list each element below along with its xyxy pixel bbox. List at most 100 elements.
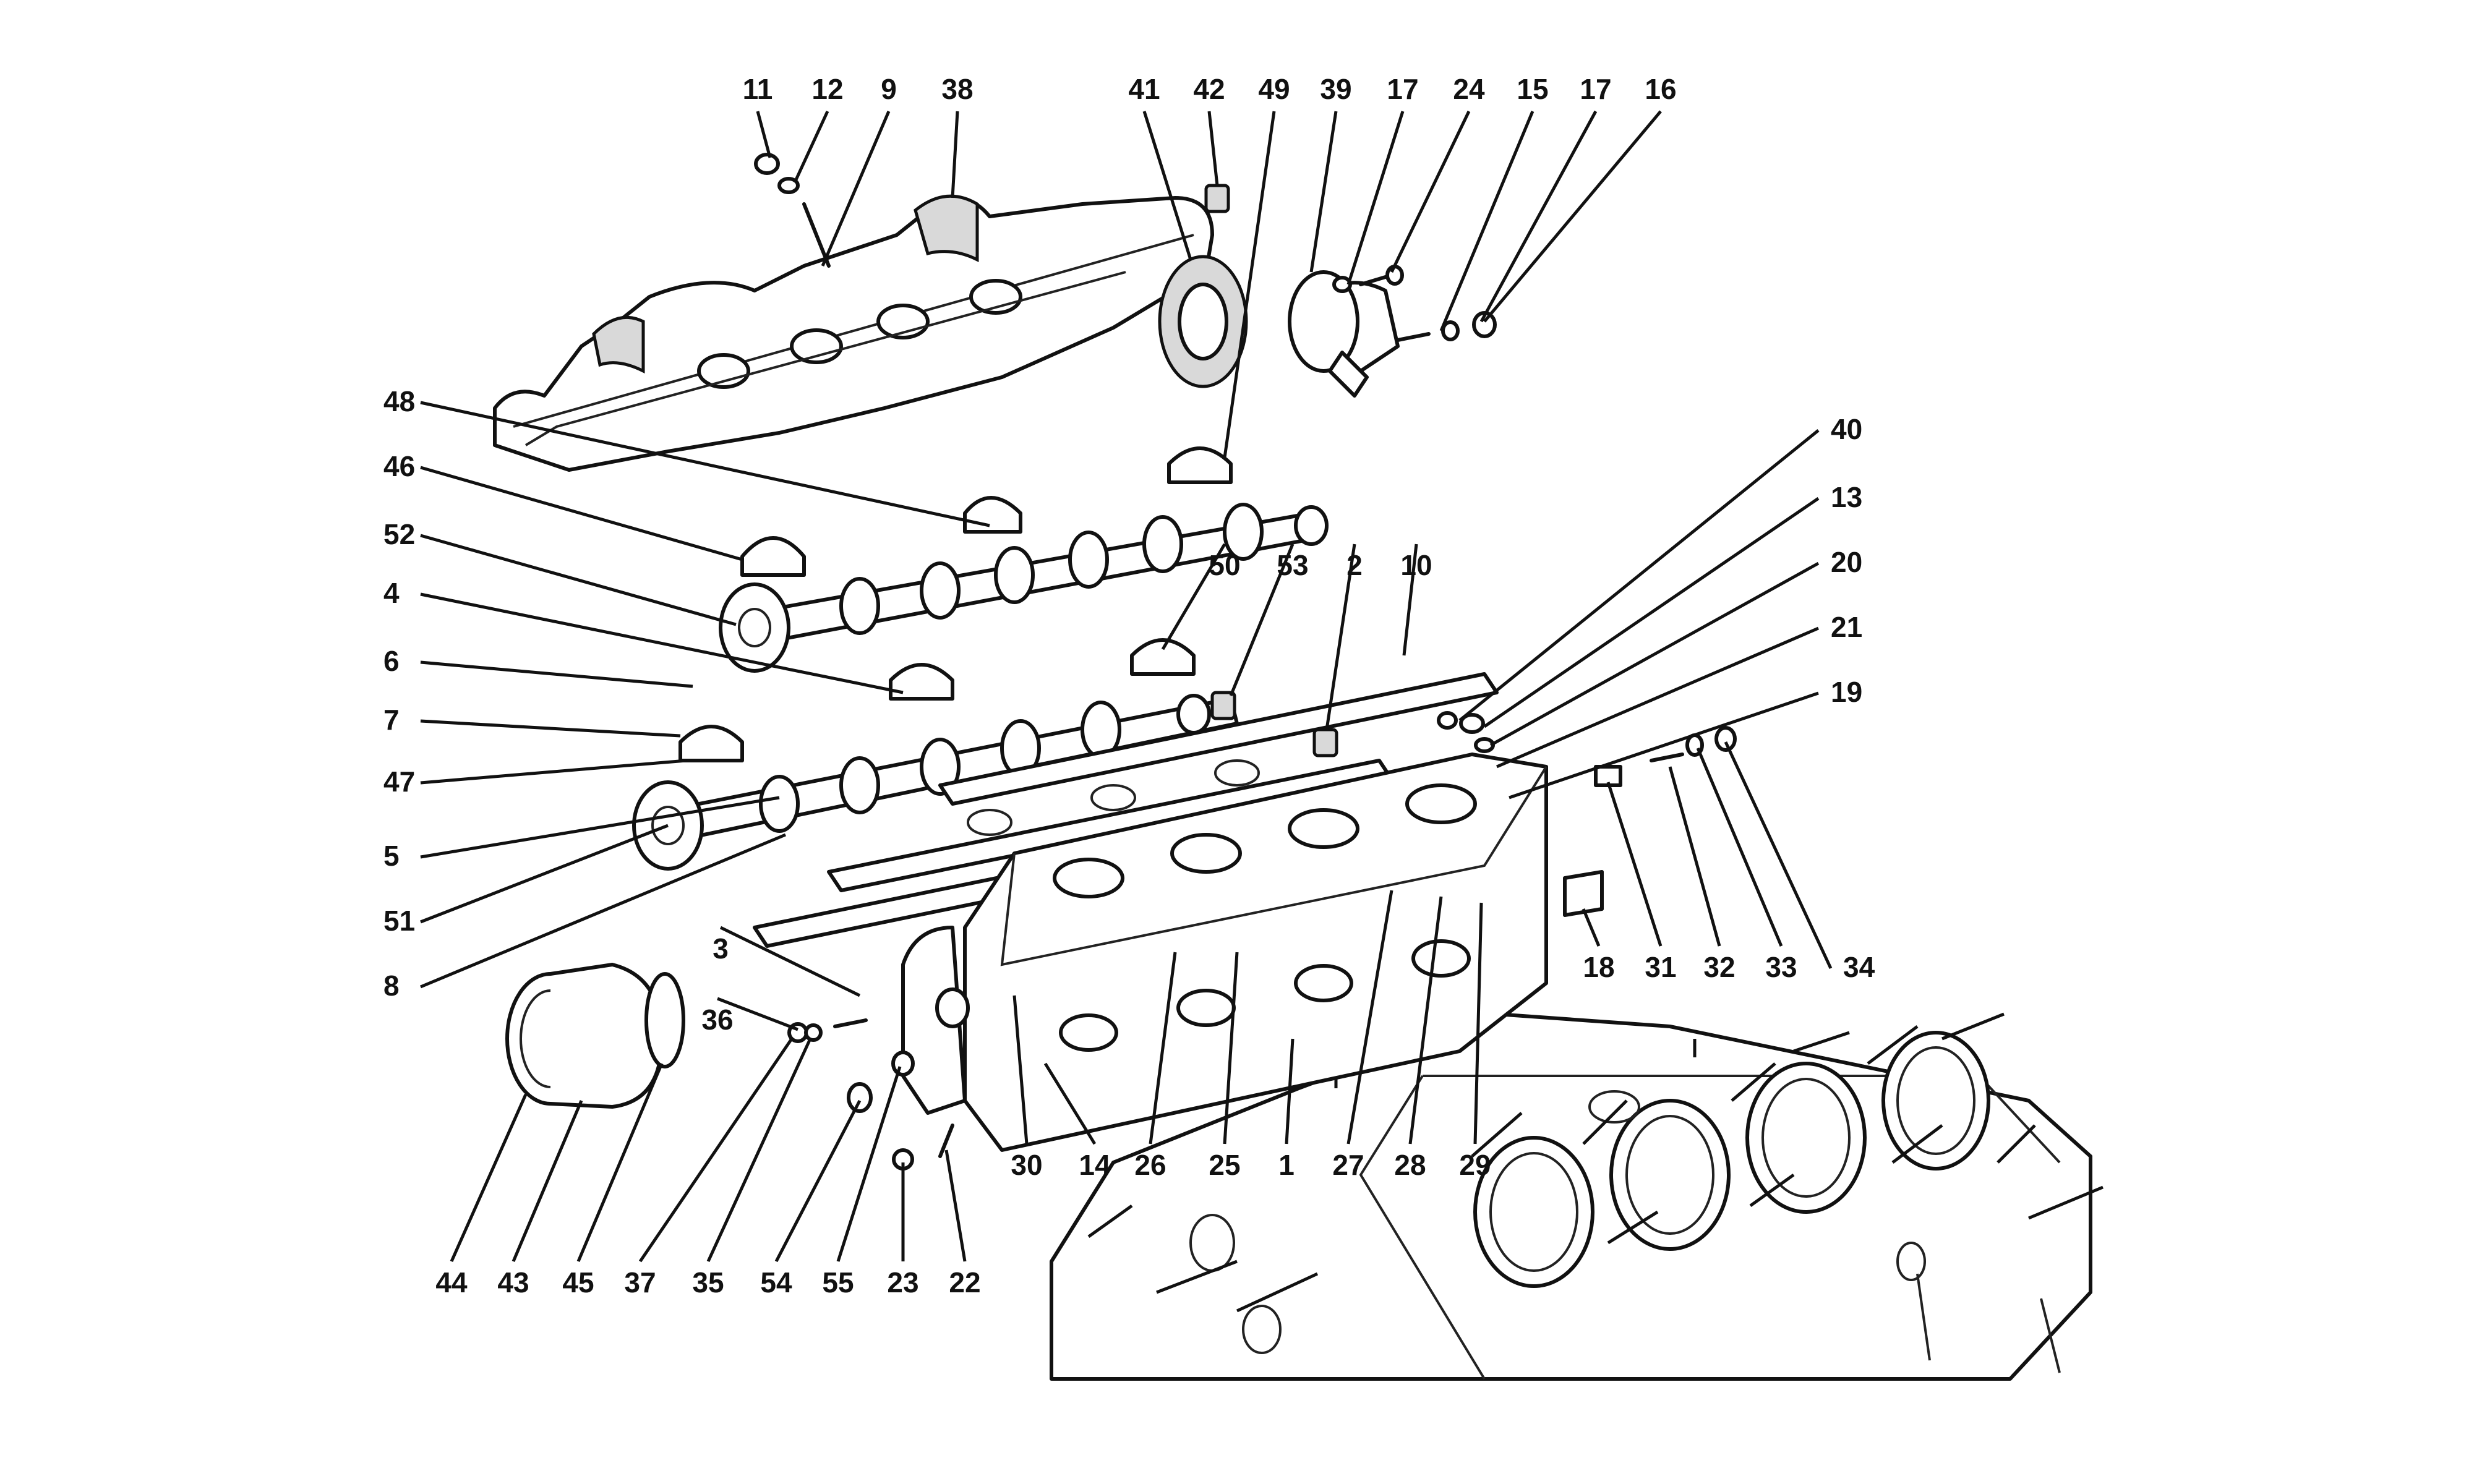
leader-line-13 <box>1483 497 1820 728</box>
leader-line-31 <box>1606 782 1663 947</box>
callout-15: 15 <box>1517 73 1548 105</box>
leader-line-34 <box>1724 741 1833 970</box>
callout-38: 38 <box>941 73 973 105</box>
callout-6: 6 <box>383 645 400 677</box>
leader-line-39 <box>1309 111 1338 273</box>
callout-2: 2 <box>1346 549 1363 581</box>
leader-line-35 <box>706 1038 812 1263</box>
callout-10: 10 <box>1400 549 1432 581</box>
callout-54: 54 <box>760 1266 792 1298</box>
leader-line-28 <box>1408 896 1443 1145</box>
leader-line-54 <box>774 1099 862 1263</box>
front-seal-assembly <box>505 963 685 1109</box>
callout-37: 37 <box>624 1266 656 1298</box>
leader-line-8 <box>420 833 786 989</box>
callout-23: 23 <box>887 1266 918 1298</box>
leader-line-52 <box>420 534 737 626</box>
callout-21: 21 <box>1831 611 1862 643</box>
callout-35: 35 <box>692 1266 724 1298</box>
leader-line-42 <box>1207 111 1219 186</box>
callout-53: 53 <box>1277 549 1308 581</box>
leader-line-12 <box>793 110 829 184</box>
leader-line-48 <box>420 401 990 527</box>
callout-19: 19 <box>1831 676 1862 708</box>
callout-17: 17 <box>1387 73 1418 105</box>
leader-line-18 <box>1582 908 1601 947</box>
callout-33: 33 <box>1765 951 1797 983</box>
leader-line-50 <box>1161 543 1226 650</box>
callout-1: 1 <box>1278 1149 1295 1181</box>
leader-line-9 <box>821 111 891 267</box>
leader-line-25 <box>1223 952 1239 1145</box>
leader-line-7 <box>420 719 681 738</box>
callout-28: 28 <box>1394 1149 1426 1181</box>
leader-line-27 <box>1346 890 1393 1145</box>
leader-line-40 <box>1458 429 1820 722</box>
callout-11: 11 <box>743 73 773 105</box>
callout-18: 18 <box>1583 951 1614 983</box>
leader-line-33 <box>1696 748 1783 947</box>
callout-36: 36 <box>701 1004 733 1036</box>
leader-line-37 <box>638 1038 794 1263</box>
leader-line-41 <box>1142 111 1192 260</box>
leader-line-30 <box>1012 995 1029 1145</box>
right-fasteners <box>1210 691 1737 917</box>
callout-4: 4 <box>383 577 400 609</box>
leader-line-36 <box>717 997 798 1031</box>
callout-20: 20 <box>1831 546 1862 578</box>
callout-7: 7 <box>383 704 400 736</box>
callout-51: 51 <box>383 905 415 937</box>
callout-12: 12 <box>811 73 843 105</box>
leader-line-45 <box>576 1063 664 1262</box>
callout-8: 8 <box>383 970 400 1002</box>
leader-line-53 <box>1229 544 1295 696</box>
callout-17: 17 <box>1580 73 1611 105</box>
callout-32: 32 <box>1703 951 1735 983</box>
leader-line-10 <box>1402 544 1418 656</box>
callout-30: 30 <box>1011 1149 1042 1181</box>
leader-line-44 <box>450 1093 528 1263</box>
callout-9: 9 <box>881 73 897 105</box>
leader-line-47 <box>420 759 687 785</box>
small-fasteners <box>787 1018 954 1171</box>
callout-50: 50 <box>1209 549 1240 581</box>
callout-26: 26 <box>1134 1149 1166 1181</box>
callout-40: 40 <box>1831 413 1862 445</box>
leader-line-15 <box>1439 111 1534 331</box>
timing-parts <box>1158 255 1497 398</box>
callout-47: 47 <box>383 765 415 798</box>
block-studs <box>1087 1012 2104 1313</box>
callout-14: 14 <box>1079 1149 1111 1181</box>
leader-line-20 <box>1489 561 1820 747</box>
leader-lines <box>420 110 1833 1263</box>
leader-line-26 <box>1149 952 1177 1145</box>
callout-55: 55 <box>822 1266 854 1298</box>
leader-line-38 <box>951 111 959 198</box>
leader-line-2 <box>1325 544 1356 730</box>
leader-line-16 <box>1483 110 1662 323</box>
cylinder-head <box>901 753 1548 1152</box>
leader-line-32 <box>1668 766 1721 947</box>
callout-31: 31 <box>1645 951 1676 983</box>
callout-44: 44 <box>435 1266 468 1298</box>
leader-line-19 <box>1509 691 1819 800</box>
lower-camshaft <box>632 694 1239 871</box>
callout-34: 34 <box>1843 951 1875 983</box>
callout-39: 39 <box>1320 73 1351 105</box>
leader-line-6 <box>420 660 693 688</box>
leader-line-55 <box>836 1066 902 1262</box>
leader-line-4 <box>420 592 904 694</box>
callout-5: 5 <box>383 840 400 872</box>
callout-41: 41 <box>1128 73 1160 105</box>
leader-line-17 <box>1479 110 1598 323</box>
leader-line-43 <box>511 1100 583 1262</box>
callout-24: 24 <box>1453 73 1485 105</box>
leader-line-22 <box>944 1149 967 1262</box>
callout-43: 43 <box>497 1266 529 1298</box>
leader-line-29 <box>1473 902 1483 1145</box>
leader-line-17 <box>1346 111 1405 285</box>
leader-line-1 <box>1285 1038 1295 1145</box>
callout-27: 27 <box>1332 1149 1364 1181</box>
